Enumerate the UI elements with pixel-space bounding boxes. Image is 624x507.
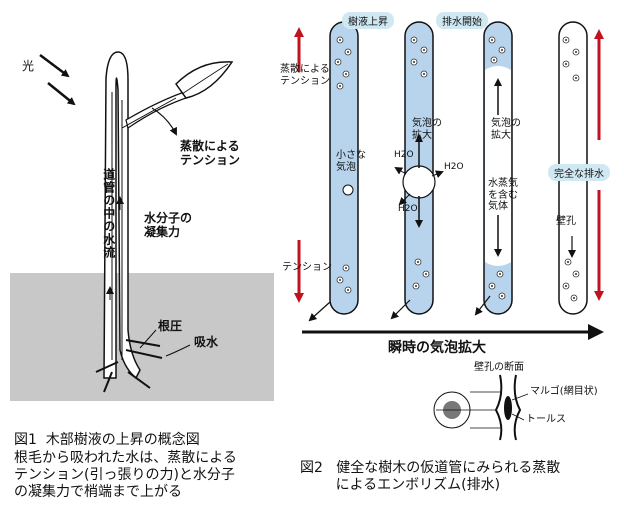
water-molecule-core (415, 285, 417, 287)
h2o-label-2: H2O (444, 162, 464, 172)
light-arrow-2 (47, 82, 76, 106)
bubble-expand-label-1: 気泡の 拡大 (412, 118, 442, 141)
small-bubble-label: 小さな 気泡 (336, 150, 366, 173)
water-molecule-core (345, 267, 347, 269)
torus (504, 396, 512, 420)
water-molecule-core (423, 49, 425, 51)
fig1-caption-title: 図1 木部樹液の上昇の概念図 (14, 432, 200, 448)
root-pressure-label: 根圧 (158, 319, 183, 333)
margo-label: マルゴ(網目状) (530, 386, 598, 397)
fig2-tension: テンション (282, 262, 332, 273)
xylem-flow-label: 道管の中の水流 (101, 168, 116, 259)
water-molecule-core (347, 289, 349, 291)
transpiration-tension-label: 蒸散による テンション (180, 139, 241, 167)
water-molecule-core (337, 61, 339, 63)
water-molecule-core (501, 49, 503, 51)
water-molecule-core (565, 285, 567, 287)
water-molecule-core (565, 63, 567, 65)
light-arrow-1 (39, 54, 70, 78)
water-molecule-core (417, 261, 419, 263)
water-molecule-core (493, 59, 495, 61)
water-molecule-core (567, 261, 569, 263)
light-label: 光 (22, 59, 35, 73)
fig2-transpiration-tension: 蒸散による テンション (280, 64, 330, 87)
vapor-gas-label: 水蒸気 を含む 気体 (488, 178, 518, 212)
water-molecule-core (425, 273, 427, 275)
water-absorption-label: 吸水 (194, 335, 219, 349)
pit-label: 壁孔 (556, 216, 576, 227)
water-molecule-core (339, 279, 341, 281)
water-molecule-core (413, 61, 415, 63)
torus-label: トールス (526, 414, 566, 425)
water-molecule-core (575, 77, 577, 79)
expanding-bubble (402, 165, 436, 199)
water-molecule-core (575, 273, 577, 275)
bubble-expand-label-2: 気泡の 拡大 (491, 118, 521, 141)
water-molecule-core (347, 51, 349, 53)
water-molecule-core (345, 73, 347, 75)
water-molecule-core (491, 39, 493, 41)
water-molecule-core (501, 295, 503, 297)
water-molecule-core (413, 39, 415, 41)
fig1-caption-body: 根毛から吸われた水は、蒸散による テンション(引っ張りの力)と水分子 の凝集力で… (14, 450, 237, 500)
water-molecule-core (491, 285, 493, 287)
h2o-label-3: H2O (398, 204, 418, 214)
tag-sap-rise: 樹液上昇 (342, 12, 394, 29)
cohesion-label: 水分子の 凝集力 (144, 211, 193, 239)
water-molecule-core (573, 297, 575, 299)
water-molecule-core (339, 39, 341, 41)
pit-section-label: 壁孔の断面 (474, 362, 524, 373)
water-molecule-core (499, 273, 501, 275)
leaf-petiole (125, 89, 193, 129)
fig2-caption: 図2 健全な樹木の仮道管にみられる蒸散 によるエンボリズム(排水) (300, 460, 561, 493)
water-molecule-core (575, 51, 577, 53)
tag-complete-drain: 完全な排水 (548, 164, 610, 181)
roots (95, 339, 163, 393)
soil (10, 273, 274, 401)
water-molecule-core (565, 39, 567, 41)
tag-embolism-start: 排水開始 (436, 12, 488, 29)
water-molecule-core (339, 85, 341, 87)
instant-expansion-label: 瞬時の気泡拡大 (388, 340, 486, 356)
h2o-label-1: H2O (394, 150, 414, 160)
water-molecule-core (423, 73, 425, 75)
